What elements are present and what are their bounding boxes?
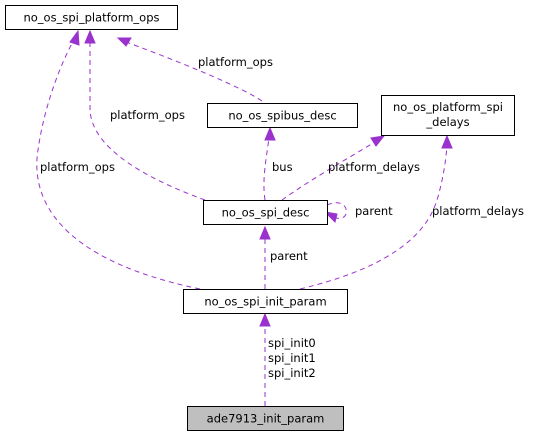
- edge-label-platform-delays-1: platform_delays: [328, 160, 420, 174]
- node-spibus-desc-label: no_os_spibus_desc: [228, 109, 336, 123]
- edge-label-spi-init0: spi_init0: [268, 336, 316, 350]
- edge-init-to-platform-ops: platform_ops: [36, 29, 201, 290]
- edge-label-parent: parent: [270, 249, 308, 263]
- edge-label-spi-init2: spi_init2: [268, 366, 316, 380]
- edge-init-to-platform-delays: platform_delays: [299, 134, 524, 290]
- edge-desc-to-platform-delays: platform_delays: [281, 135, 420, 201]
- node-ade7913-init-param[interactable]: ade7913_init_param: [187, 406, 344, 431]
- node-spi-init-param-label: no_os_spi_init_param: [204, 295, 326, 309]
- node-platform-ops-label: no_os_spi_platform_ops: [23, 11, 159, 25]
- edge-desc-to-platform-ops: platform_ops: [84, 29, 206, 201]
- node-spibus-desc[interactable]: no_os_spibus_desc: [207, 103, 358, 128]
- node-platform-spi-delays-label-2: _delays: [425, 115, 469, 129]
- node-spi-desc[interactable]: no_os_spi_desc: [203, 200, 328, 225]
- edge-label-platform-ops-3: platform_ops: [40, 160, 115, 174]
- edge-spibus-to-platform-ops: platform_ops: [116, 37, 273, 102]
- node-spi-init-param[interactable]: no_os_spi_init_param: [183, 289, 348, 314]
- edge-ade-to-init: spi_init0 spi_init1 spi_init2: [259, 312, 316, 406]
- node-platform-spi-delays-label-1: no_os_platform_spi: [393, 100, 503, 114]
- edge-label-spi-init1: spi_init1: [268, 351, 316, 365]
- edge-init-to-desc-parent: parent: [259, 225, 308, 289]
- edge-desc-self-parent: parent: [323, 202, 393, 223]
- edge-label-platform-ops-1: platform_ops: [198, 55, 273, 69]
- edge-label-platform-delays-2: platform_delays: [432, 204, 524, 218]
- edge-label-bus: bus: [272, 160, 293, 174]
- edge-label-platform-ops-2: platform_ops: [110, 108, 185, 122]
- edge-desc-to-bus: bus: [263, 126, 293, 201]
- node-spi-desc-label: no_os_spi_desc: [222, 206, 310, 220]
- node-platform-spi-delays[interactable]: no_os_platform_spi _delays: [381, 95, 515, 136]
- node-platform-ops[interactable]: no_os_spi_platform_ops: [5, 5, 178, 30]
- node-ade7913-init-param-label: ade7913_init_param: [207, 412, 325, 426]
- edge-label-parent-self: parent: [355, 204, 393, 218]
